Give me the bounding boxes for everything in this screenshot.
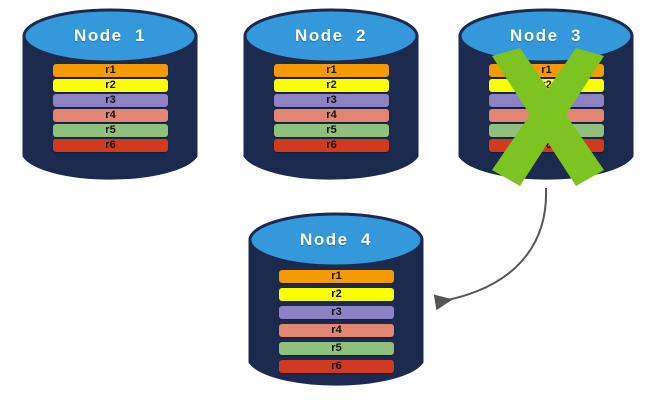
node-3[interactable]: Node 3 r1 r2 r3 r4 r5 r6 xyxy=(458,8,634,184)
row-label: r2 xyxy=(326,79,337,91)
node-2-rows: r1 r2 r3 r4 r5 r6 xyxy=(274,64,389,152)
row-label: r3 xyxy=(105,94,116,106)
node-3-row-r1[interactable]: r1 xyxy=(489,64,604,77)
node-3-rows: r1 r2 r3 r4 r5 r6 xyxy=(489,64,604,152)
row-label: r5 xyxy=(541,124,552,136)
row-label: r1 xyxy=(541,64,552,76)
node-3-row-r4[interactable]: r4 xyxy=(489,109,604,122)
node-4-row-r4[interactable]: r4 xyxy=(279,324,394,337)
row-label: r5 xyxy=(105,124,116,136)
row-label: r2 xyxy=(105,79,116,91)
node-4-row-r6[interactable]: r6 xyxy=(279,360,394,373)
row-label: r3 xyxy=(326,94,337,106)
node-4-row-r1[interactable]: r1 xyxy=(279,270,394,283)
node-1-rows: r1 r2 r3 r4 r5 r6 xyxy=(53,64,168,152)
node-4-rows: r1 r2 r3 r4 r5 r6 xyxy=(279,270,394,373)
row-label: r5 xyxy=(326,124,337,136)
node-2-row-r2[interactable]: r2 xyxy=(274,79,389,92)
row-label: r2 xyxy=(331,288,342,300)
row-label: r5 xyxy=(331,342,342,354)
node-1[interactable]: Node 1 r1 r2 r3 r4 r5 r6 xyxy=(22,8,198,184)
node-1-row-r5[interactable]: r5 xyxy=(53,124,168,137)
node-4-row-r5[interactable]: r5 xyxy=(279,342,394,355)
row-label: r2 xyxy=(541,79,552,91)
row-label: r4 xyxy=(326,109,337,121)
node-1-row-r3[interactable]: r3 xyxy=(53,94,168,107)
row-label: r6 xyxy=(331,360,342,372)
node-3-row-r2[interactable]: r2 xyxy=(489,79,604,92)
row-label: r6 xyxy=(105,139,116,151)
row-label: r3 xyxy=(541,94,552,106)
node-2-row-r4[interactable]: r4 xyxy=(274,109,389,122)
row-label: r6 xyxy=(326,139,337,151)
node-3-row-r3[interactable]: r3 xyxy=(489,94,604,107)
node-3-row-r5[interactable]: r5 xyxy=(489,124,604,137)
node-2[interactable]: Node 2 r1 r2 r3 r4 r5 r6 xyxy=(243,8,419,184)
row-label: r4 xyxy=(541,109,552,121)
node-2-row-r6[interactable]: r6 xyxy=(274,139,389,152)
row-label: r1 xyxy=(105,64,116,76)
node-1-row-r4[interactable]: r4 xyxy=(53,109,168,122)
node-2-row-r5[interactable]: r5 xyxy=(274,124,389,137)
node-1-row-r6[interactable]: r6 xyxy=(53,139,168,152)
node-2-row-r1[interactable]: r1 xyxy=(274,64,389,77)
row-label: r1 xyxy=(326,64,337,76)
node-2-row-r3[interactable]: r3 xyxy=(274,94,389,107)
row-label: r1 xyxy=(331,270,342,282)
node-1-row-r1[interactable]: r1 xyxy=(53,64,168,77)
row-label: r3 xyxy=(331,306,342,318)
node-4-row-r3[interactable]: r3 xyxy=(279,306,394,319)
node-4[interactable]: Node 4 r1 r2 r3 r4 r5 r6 xyxy=(248,212,424,392)
node-1-row-r2[interactable]: r2 xyxy=(53,79,168,92)
row-label: r4 xyxy=(331,324,342,336)
row-label: r4 xyxy=(105,109,116,121)
node-3-row-r6[interactable]: r6 xyxy=(489,139,604,152)
row-label: r6 xyxy=(541,139,552,151)
node-4-row-r2[interactable]: r2 xyxy=(279,288,394,301)
